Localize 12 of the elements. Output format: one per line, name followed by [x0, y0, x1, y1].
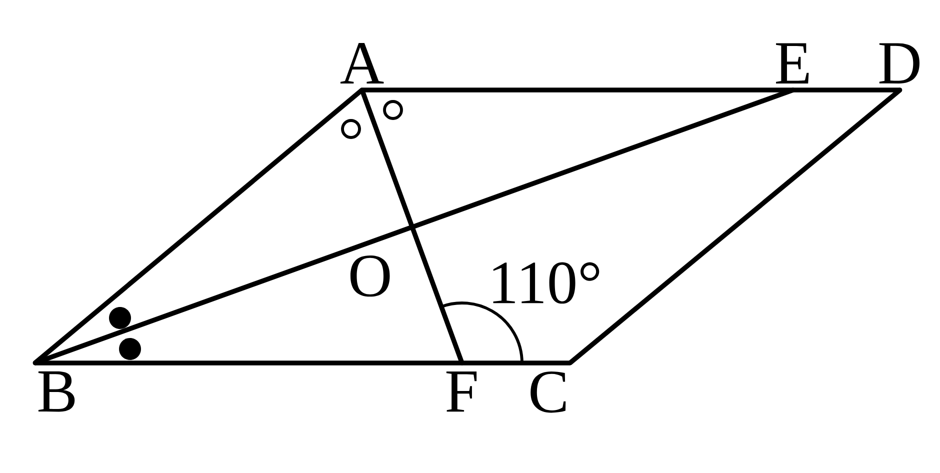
point-label: A	[340, 42, 384, 84]
point-label: D	[879, 43, 920, 84]
point-label: B	[38, 371, 75, 412]
point-label: C	[530, 372, 566, 413]
point-label: F	[446, 372, 477, 412]
angle-label: 110°	[493, 262, 600, 304]
line-segment	[460, 360, 572, 366]
line-segment	[790, 88, 902, 92]
line-segment	[568, 88, 902, 366]
point-label: E	[776, 43, 809, 84]
point-label: O	[350, 255, 390, 297]
line-segment	[32, 360, 464, 366]
